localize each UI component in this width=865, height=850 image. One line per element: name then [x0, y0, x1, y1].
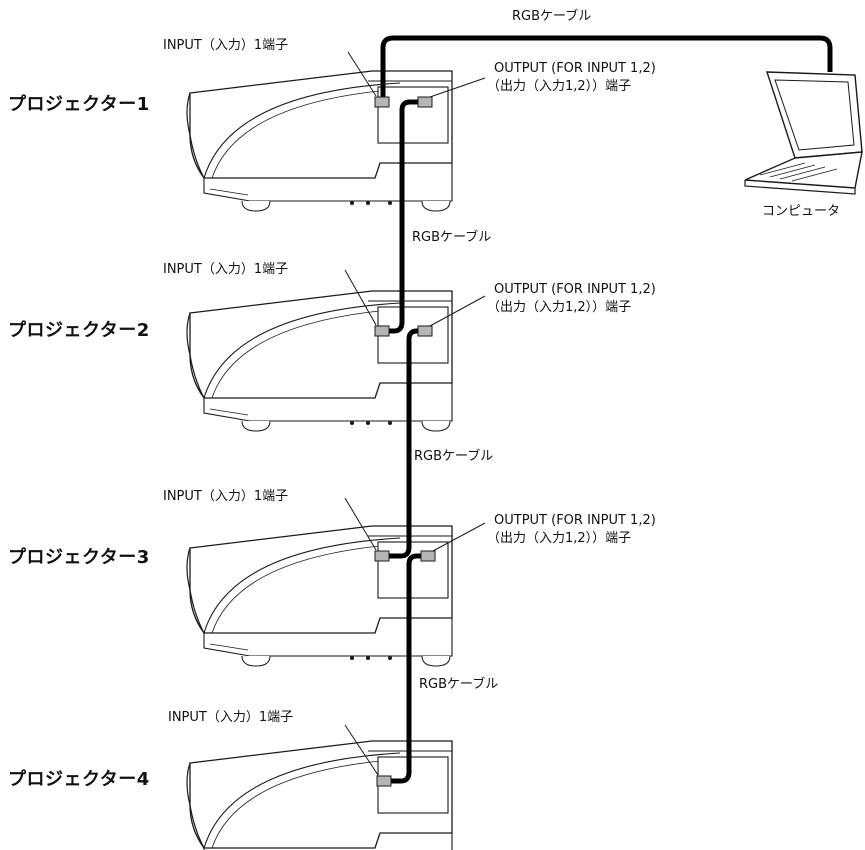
- projector-3-output-label-1: OUTPUT (FOR INPUT 1,2): [494, 513, 656, 528]
- projector-3-name: プロジェクター3: [8, 547, 150, 568]
- projector-4-input-label: INPUT（入力）1端子: [168, 710, 294, 725]
- input-port: [374, 96, 390, 108]
- projector-2-output-label-2: （出力（入力1,2））端子: [487, 300, 632, 315]
- laptop-icon: [744, 71, 863, 195]
- input-port: [376, 775, 392, 787]
- input-port: [374, 550, 390, 562]
- cable-projector-1-to-2: [383, 99, 425, 334]
- leader-lines: [344, 51, 486, 776]
- projector-2-output-label-1: OUTPUT (FOR INPUT 1,2): [494, 282, 656, 297]
- output-port: [417, 96, 433, 108]
- computer-label: コンピュータ: [762, 204, 841, 219]
- cable-projector-2-to-3: [383, 328, 425, 559]
- projector-3-input-label: INPUT（入力）1端子: [163, 489, 289, 504]
- projector-2-name: プロジェクター2: [8, 320, 150, 341]
- projector-1-output-label-2: （出力（入力1,2））端子: [487, 79, 632, 94]
- projector-1-input-label: INPUT（入力）1端子: [163, 38, 289, 53]
- projector-3-output-label-2: （出力（入力1,2））端子: [487, 531, 632, 546]
- cable-label-1: RGBケーブル: [412, 230, 492, 245]
- input-port: [374, 325, 390, 337]
- output-port: [420, 550, 436, 562]
- projector-icon-1: [186, 70, 453, 212]
- cable-label-2: RGBケーブル: [414, 449, 494, 464]
- projector-2-input-label: INPUT（入力）1端子: [163, 262, 289, 277]
- projector-1-output-label-1: OUTPUT (FOR INPUT 1,2): [494, 61, 656, 76]
- cable-label-3: RGBケーブル: [419, 677, 499, 692]
- projector-icon-2: [186, 290, 453, 432]
- projector-4-name: プロジェクター4: [8, 769, 150, 790]
- cable-computer-to-projector-1: [380, 35, 833, 102]
- output-port: [417, 325, 433, 337]
- projector-icon-3: [186, 525, 453, 667]
- projector-icon-4: [186, 740, 453, 850]
- projector-1-name: プロジェクター1: [8, 94, 150, 115]
- top-cable-label: RGBケーブル: [512, 9, 592, 24]
- cable-projector-3-to-4: [385, 553, 428, 784]
